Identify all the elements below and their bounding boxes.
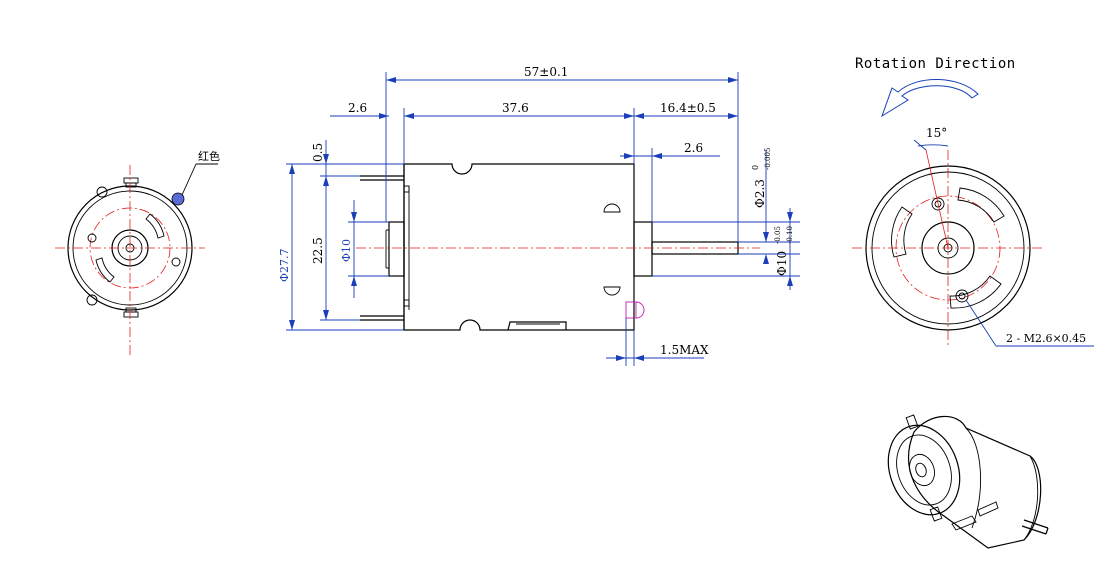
isometric-view [887, 414, 1049, 549]
rear-end-view: 红色 [55, 149, 220, 355]
dim-front-boss-tol-lower: -0.10 [786, 226, 794, 244]
dim-front-boss: Φ10 [775, 251, 789, 276]
dim-shaft-extension: 16.4±0.5 [660, 101, 716, 115]
dim-front-flange: 2.6 [684, 141, 703, 155]
side-view [356, 163, 760, 331]
dim-overall-length: 57±0.1 [524, 65, 568, 79]
dim-screw-holes: 2 - M2.6×0.45 [1006, 332, 1086, 345]
dim-max-protrusion: 1.5MAX [660, 343, 709, 357]
dim-rear-boss: Φ10 [340, 239, 353, 262]
front-end-view: Rotation Direction 15° 2 - M2.6×0.45 [852, 56, 1094, 347]
dim-body-diameter: Φ27.7 [278, 248, 291, 282]
dim-terminal-span: 22.5 [311, 237, 325, 264]
side-view-dimensions: 57±0.1 2.6 37.6 16.4±0.5 2.6 0.5 [278, 65, 800, 366]
dim-shaft-tol-upper: 0 [751, 165, 760, 170]
red-mark-label: 红色 [198, 149, 220, 163]
dim-angle: 15° [926, 126, 947, 140]
rotation-arrow [881, 79, 979, 118]
dim-top-gap: 0.5 [311, 143, 325, 162]
dim-rear-flange: 2.6 [348, 101, 367, 115]
rotation-direction-title: Rotation Direction [855, 56, 1016, 72]
dim-front-boss-tol-upper: -0.05 [774, 226, 782, 244]
dim-shaft-tol-lower: -0.005 [764, 148, 772, 170]
vent-bump [625, 301, 637, 319]
dim-body-length: 37.6 [502, 101, 529, 115]
red-polarity-mark [171, 192, 185, 206]
dim-shaft-diameter: Φ2.3 [753, 179, 767, 208]
